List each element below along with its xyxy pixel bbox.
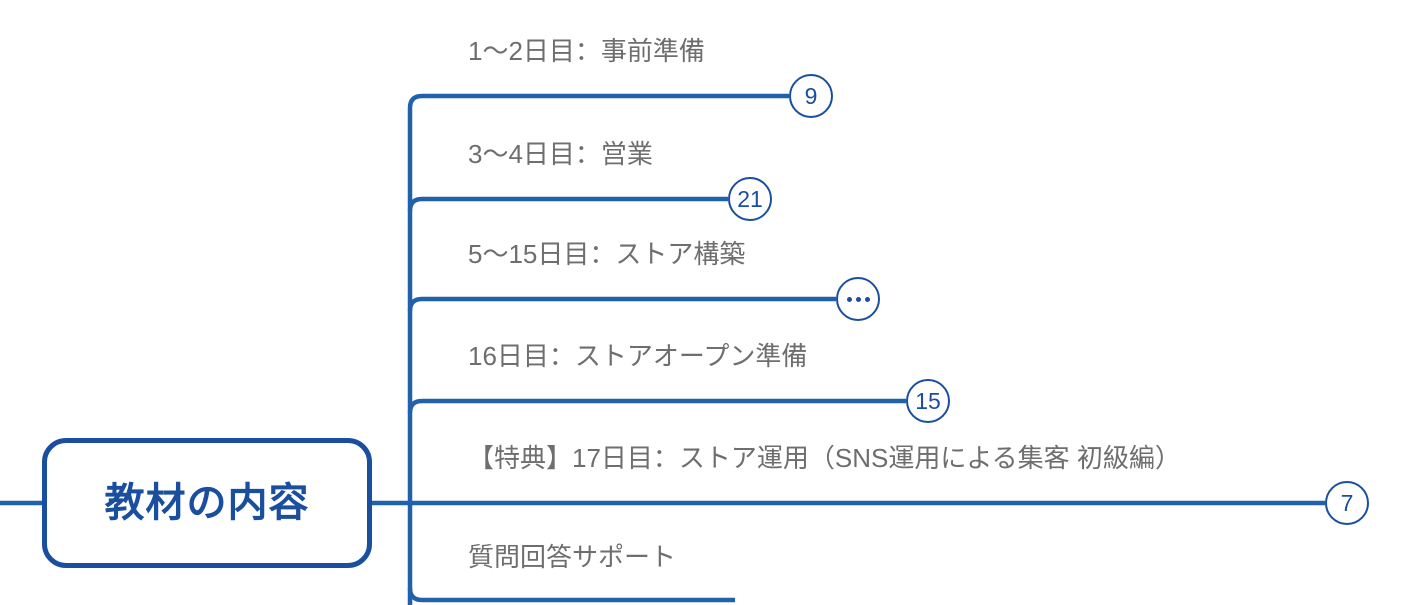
branch-connector-4 xyxy=(407,398,906,414)
branch-label-2[interactable]: 3～4日目：営業 xyxy=(468,139,653,169)
branch-connector-3 xyxy=(407,296,836,312)
branch-connector-1 xyxy=(407,93,789,109)
branch-badge-4[interactable]: 15 xyxy=(906,379,950,423)
branch-label-6[interactable]: 質問回答サポート xyxy=(468,542,677,572)
root-node[interactable]: 教材の内容 xyxy=(42,438,372,568)
branch-label-5[interactable]: 【特典】17日目：ストア運用（SNS運用による集客 初級編） xyxy=(468,443,1181,473)
branch-label-3[interactable]: 5～15日目：ストア構築 xyxy=(468,239,746,269)
branch-badge-2-text: 21 xyxy=(737,185,763,212)
branch-label-1[interactable]: 1～2日目：事前準備 xyxy=(468,36,705,66)
branch-badge-2[interactable]: 21 xyxy=(728,177,772,221)
ellipsis-icon xyxy=(846,296,870,302)
branch-badge-5-text: 7 xyxy=(1340,489,1354,516)
branch-badge-1-text: 9 xyxy=(804,82,818,109)
root-node-label: 教材の内容 xyxy=(104,481,310,525)
branch-badge-5[interactable]: 7 xyxy=(1325,481,1369,525)
branch-badge-3[interactable] xyxy=(836,277,880,321)
branch-badge-1[interactable]: 9 xyxy=(789,74,833,118)
branch-badge-4-text: 15 xyxy=(915,387,941,414)
branch-label-4[interactable]: 16日目：ストアオープン準備 xyxy=(468,341,808,371)
branch-connector-6 xyxy=(407,587,735,603)
branch-connector-2 xyxy=(407,196,728,212)
